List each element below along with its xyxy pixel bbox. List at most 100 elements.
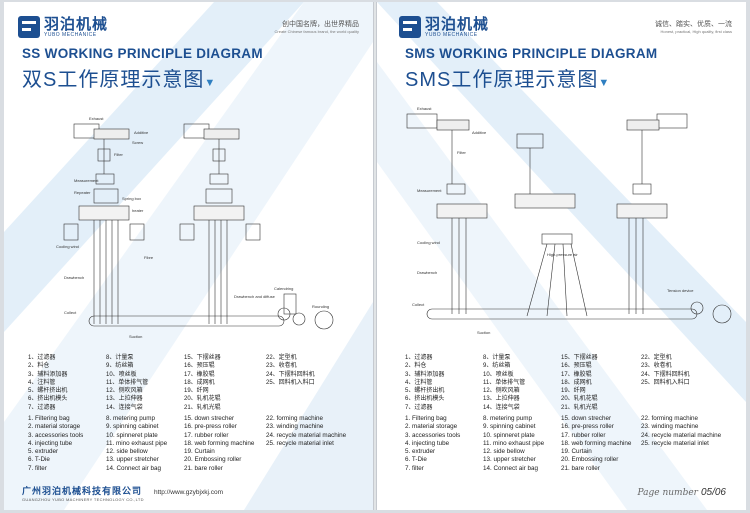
label-additive-r: Additive: [472, 130, 487, 135]
legend-item: 2、料仓: [405, 363, 427, 370]
legend-item: 14、连接气袋: [106, 404, 143, 411]
legend-item: 20. Embossing roller: [184, 456, 242, 464]
legend-item: 25. recycle material inlet: [266, 439, 334, 447]
label-drawbench: Drawbench: [64, 275, 84, 280]
label-drawbench-diffuse: Drawbench and diffuse: [234, 294, 276, 299]
label-filter: Filter: [114, 152, 124, 157]
label-measurement-r: Measurement: [417, 188, 442, 193]
legend-item: 8、计量泵: [106, 355, 134, 361]
label-measurement: Measurement: [74, 178, 99, 183]
logo-mark-icon: [18, 16, 40, 38]
legend-item: 23. winding machine: [266, 423, 324, 431]
label-drawbench-r: Drawbench: [417, 270, 437, 275]
left-title-en: SS WORKING PRINCIPLE DIAGRAM: [22, 46, 263, 61]
legend-item: 24、下摆料回料机: [641, 371, 690, 378]
legend-item: 15. down strecher: [184, 415, 235, 422]
legend-item: 22、定型机: [266, 355, 297, 361]
legend-item: 19. Curtain: [561, 448, 592, 456]
legend-item: 25、回料机入料口: [266, 379, 315, 386]
left-title-cn-text: 双S工作原理示意图: [22, 69, 205, 91]
right-tagline-en: Honest, practical, High quality, first c…: [660, 29, 732, 34]
legend-item: 7、过滤器: [405, 404, 433, 411]
legend-item: 19、纤网: [184, 388, 209, 395]
legend-item: 7、过滤器: [28, 404, 56, 411]
left-tagline-cn: 创中国名牌，出世界精品: [282, 21, 359, 28]
label-exhaust: Exhaust: [89, 116, 104, 121]
legend-item: 21、轧机光辊: [561, 404, 598, 411]
legend-item: 16. pre-press roller: [561, 423, 614, 431]
legend-item: 12、侧吹风箱: [483, 388, 520, 395]
legend-item: 9. spinning cabinet: [483, 423, 536, 431]
label-fibre: Fibre: [144, 255, 154, 260]
company-name-en: GUANGZHOU YUBO MACHINERY TECHNOLOGY CO.,…: [22, 497, 144, 502]
label-spring-box: Spring box: [122, 196, 141, 201]
right-title-cn-text: SMS工作原理示意图: [405, 69, 599, 91]
label-rounding: Rounding: [312, 304, 329, 309]
legend-item: 14. Connect air bag: [483, 464, 538, 472]
legend-item: [266, 387, 315, 395]
legend-item: 17. rubber roller: [561, 431, 606, 439]
legend-item: 11、单体排气管: [483, 379, 526, 386]
sms-diagram: Exhaust Additive Filter Measurement Cool…: [406, 106, 732, 335]
legend-item: 15、下摆丝器: [184, 355, 221, 361]
legend-item: 19. Curtain: [184, 448, 215, 456]
legend-item: 23. winding machine: [641, 423, 699, 431]
right-title-cn: SMS工作原理示意图▼: [405, 63, 610, 92]
legend-item: 2、料仓: [28, 363, 50, 370]
title-arrow-icon: ▼: [204, 77, 217, 89]
legend-item: 10、喷丝板: [106, 371, 137, 378]
label-cooling-wind: Cooling wind: [56, 244, 79, 249]
right-title-en: SMS WORKING PRINCIPLE DIAGRAM: [405, 46, 658, 61]
legend-item: 17. rubber roller: [184, 431, 229, 439]
legend-item: 3、辅料添加器: [405, 371, 445, 378]
right-tagline: 诚信、踏实、优质、一流 Honest, practical, High qual…: [655, 20, 732, 35]
label-cooling-wind-r: Cooling wind: [417, 240, 440, 245]
legend-item: 21. bare roller: [184, 464, 223, 472]
legend-item: 6、挤出机模头: [28, 396, 68, 403]
legend-item: [641, 465, 721, 473]
legend-item: [266, 404, 315, 412]
legend-item: 6. T-Die: [405, 456, 427, 464]
legend-item: 5. extruder: [28, 448, 59, 456]
legend-item: 25. recycle material inlet: [641, 439, 709, 447]
legend-item: 18. web forming machine: [561, 439, 632, 447]
legend-item: 22、定型机: [641, 355, 672, 361]
legend-item: 24. recycle material machine: [641, 431, 722, 439]
label-exhaust-r: Exhaust: [417, 106, 432, 111]
legend-item: 4、注料管: [28, 379, 56, 386]
legend-item: 5、螺杆挤出机: [28, 388, 68, 395]
legend-item: 9、纺丝箱: [483, 363, 511, 370]
label-screw: Screw: [132, 140, 143, 145]
legend-item: 9、纺丝箱: [106, 363, 134, 370]
legend-item: 2. material storage: [405, 423, 458, 431]
legend-item: 16、预压辊: [561, 363, 592, 370]
legend-item: 3. accessories tools: [28, 431, 84, 439]
legend-item: 12. side bellow: [106, 448, 148, 456]
legend-item: 8. metering pump: [106, 415, 156, 422]
legend-item: 10. spinneret plate: [483, 431, 535, 439]
company-footer: 广州羽泊机械科技有限公司 GUANGZHOU YUBO MACHINERY TE…: [22, 486, 144, 502]
legend-item: 2. material storage: [28, 423, 81, 431]
legend-item: 4. injecting tube: [28, 439, 73, 447]
label-suction: Suction: [129, 334, 142, 339]
legend-item: 14、连接气袋: [483, 404, 520, 411]
legend-item: [641, 404, 690, 412]
legend-item: 13. upper stretcher: [106, 456, 159, 464]
logo-mark-icon-right: [399, 16, 421, 38]
label-repeater: Repeater: [74, 190, 91, 195]
legend-item: 4、注料管: [405, 379, 433, 386]
legend-item: 7. filter: [405, 464, 424, 472]
company-logo: 羽泊机械 YUBO MECHANICE: [18, 16, 108, 38]
right-tagline-cn: 诚信、踏实、优质、一流: [655, 21, 732, 28]
legend-item: 4. injecting tube: [405, 439, 450, 447]
legend-item: [266, 395, 315, 403]
legend-item: 3、辅料添加器: [28, 371, 68, 378]
legend-item: 8. metering pump: [483, 415, 533, 422]
label-calendring: Calendring: [274, 286, 293, 291]
legend-item: 23、收卷机: [641, 363, 672, 370]
legend-item: 6. T-Die: [28, 456, 50, 464]
legend-item: [266, 456, 346, 464]
legend-item: 1、过滤器: [28, 355, 56, 361]
legend-item: [641, 456, 721, 464]
